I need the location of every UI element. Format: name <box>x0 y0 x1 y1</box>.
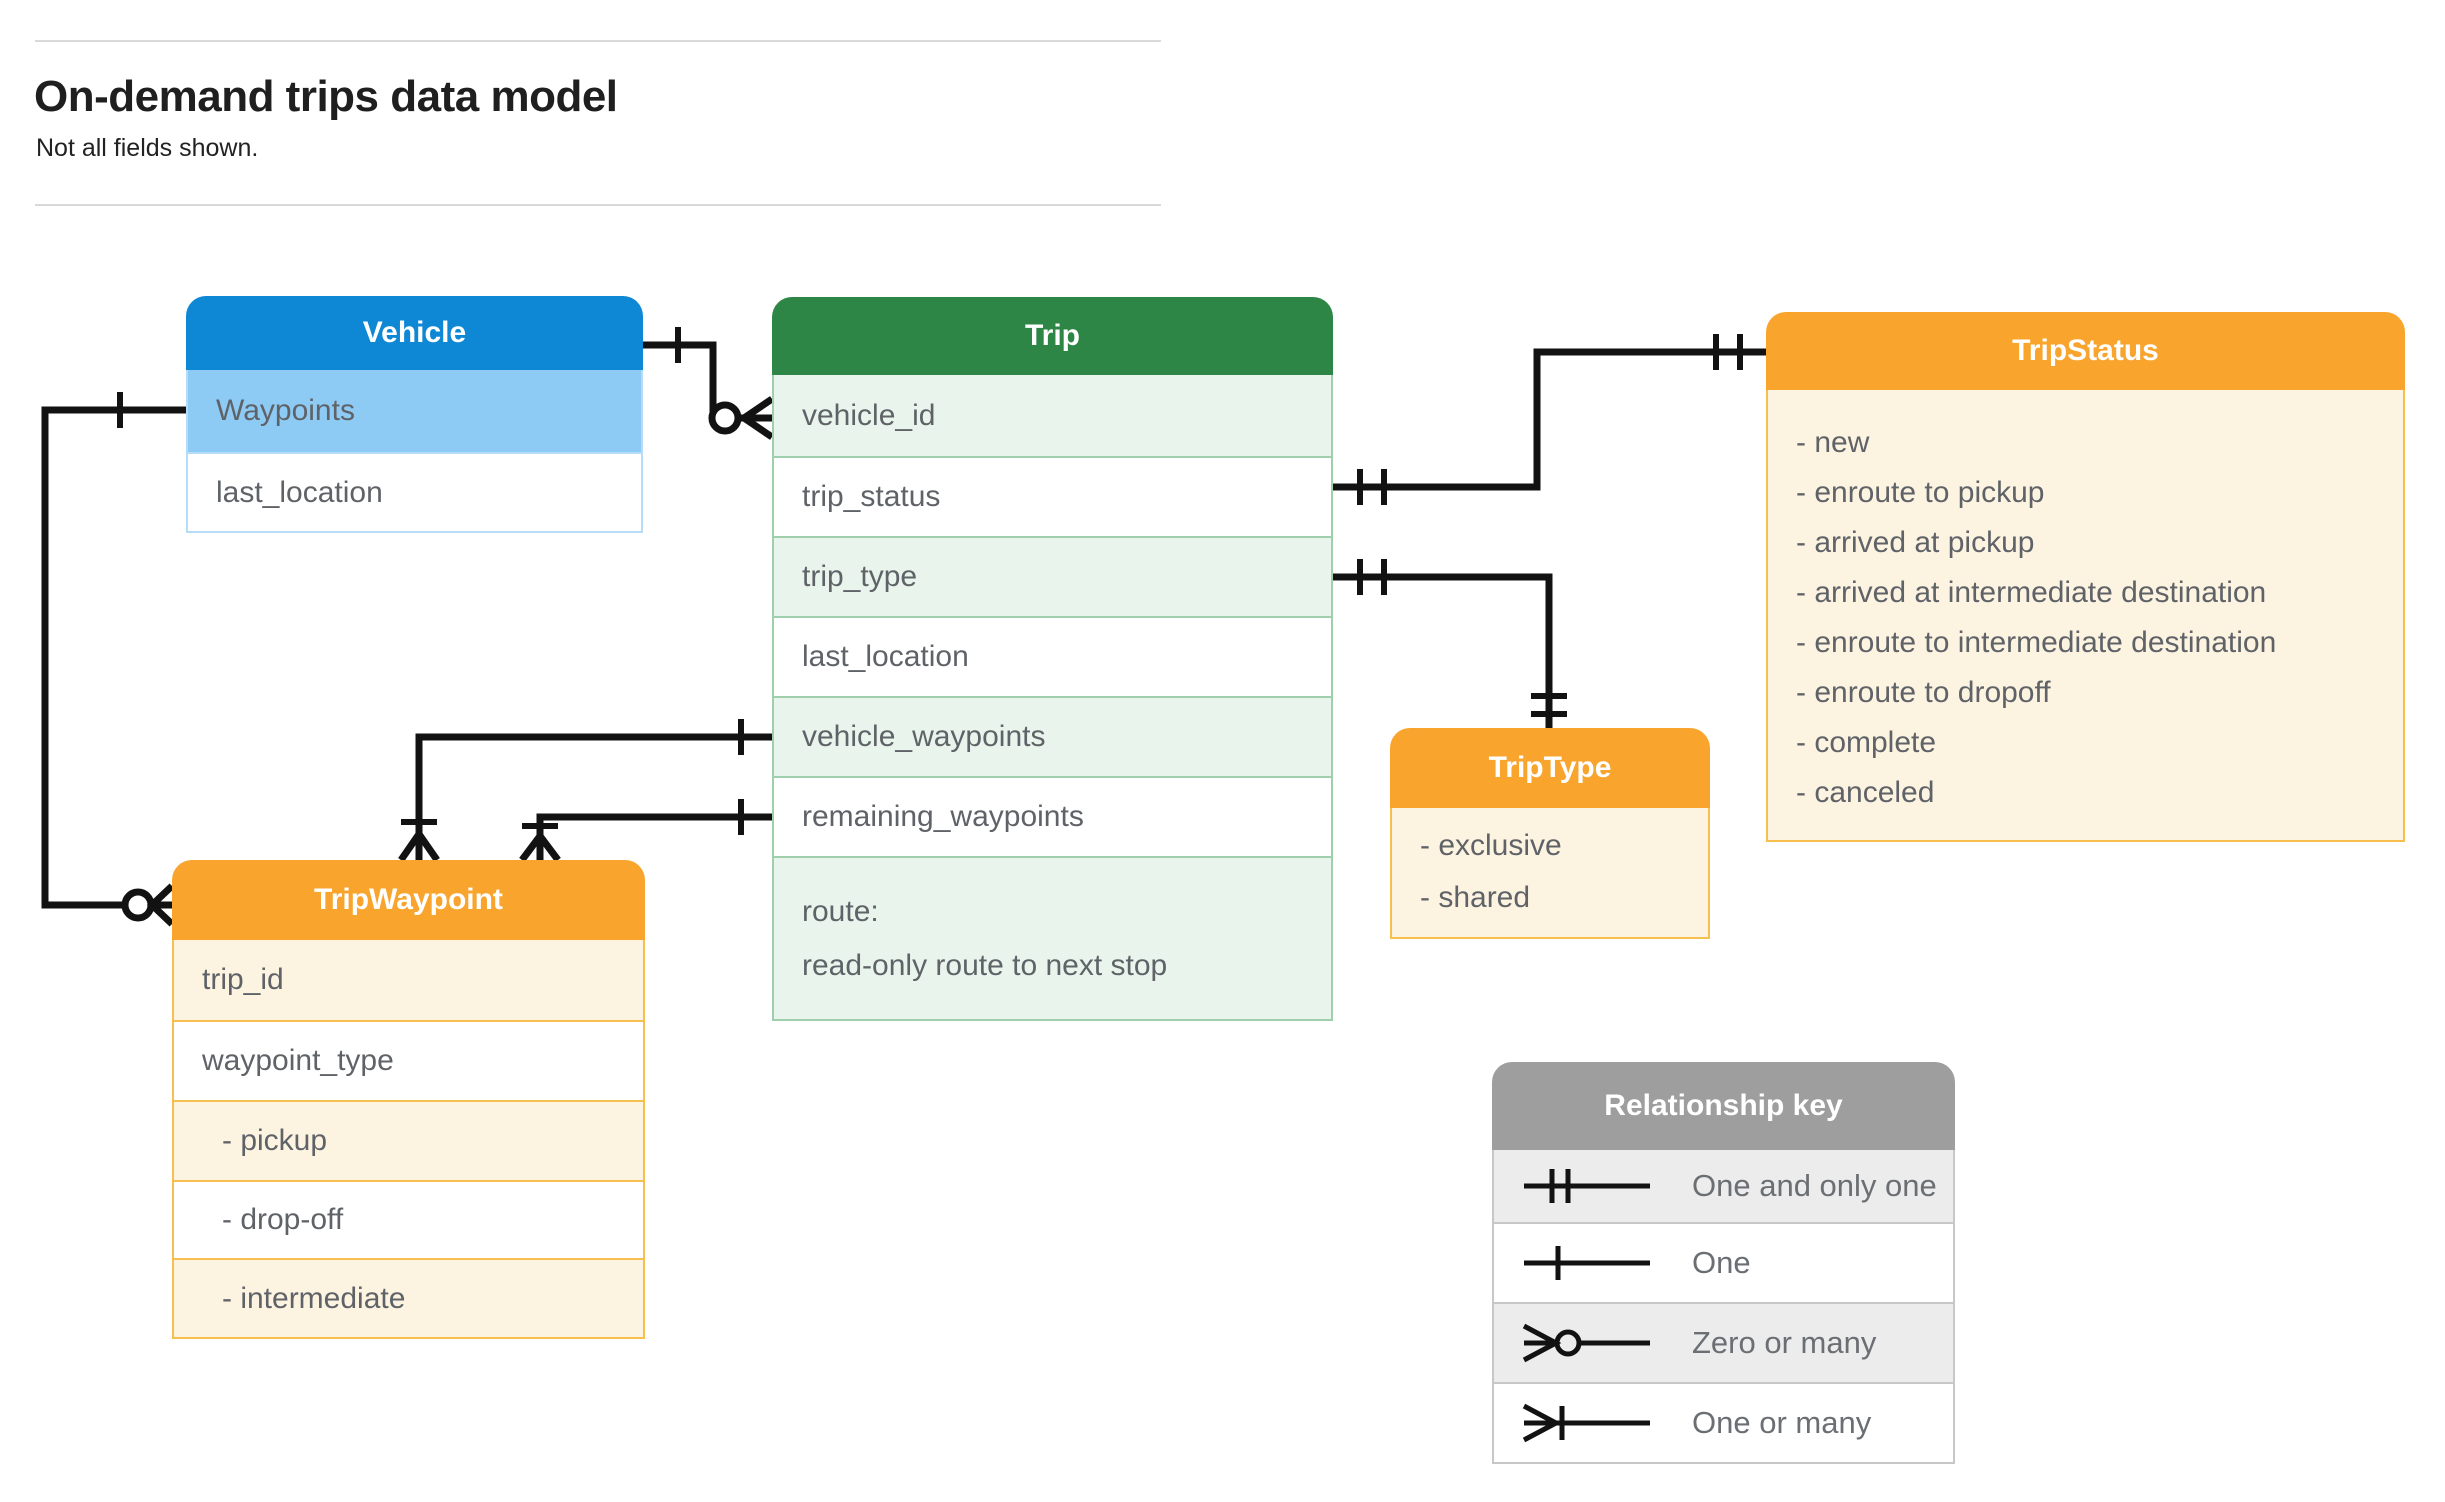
status-new: - new <box>1796 426 1870 459</box>
status-enroute-to-intermediate-destination: - enroute to intermediate destination <box>1796 626 2277 659</box>
route-label: route: <box>802 894 879 928</box>
entity-vehicle: Vehicle Waypoints last_location <box>186 296 643 533</box>
route-description: read-only route to next stop <box>802 948 1168 982</box>
legend-row-one-and-only-one: One and only one <box>1494 1150 1953 1222</box>
one-and-only-one-icon <box>1524 1169 1650 1203</box>
type-exclusive: - exclusive <box>1420 829 1562 862</box>
row-trip-type: trip_type <box>774 536 1331 616</box>
row-intermediate: - intermediate <box>174 1258 643 1337</box>
relation-remaining-waypoints-to-tripwaypoint <box>519 799 772 863</box>
one-icon <box>1524 1246 1650 1280</box>
zero-or-many-icon <box>1522 1323 1650 1363</box>
divider-top <box>35 40 1161 42</box>
entity-vehicle-title: Vehicle <box>186 296 643 370</box>
row-trip-status: trip_status <box>774 456 1331 536</box>
one-or-many-icon <box>1522 1403 1650 1443</box>
status-canceled: - canceled <box>1796 776 1935 809</box>
entity-triptype: TripType - exclusive - shared <box>1390 728 1710 939</box>
legend-label: One or many <box>1692 1405 1872 1440</box>
relation-vehicle-waypoints-field-to-tripwaypoint <box>398 719 772 862</box>
divider-bottom <box>35 204 1161 206</box>
legend-label: One <box>1692 1245 1751 1280</box>
row-last-location: last_location <box>188 452 641 531</box>
page-subtitle: Not all fields shown. <box>36 134 259 162</box>
entity-tripwaypoint-body: trip_id waypoint_type - pickup - drop-of… <box>172 940 645 1339</box>
status-arrived-at-pickup: - arrived at pickup <box>1796 526 2035 559</box>
relationship-key: Relationship key One and only one One <box>1492 1062 1955 1464</box>
entity-tripstatus-title: TripStatus <box>1766 312 2405 390</box>
row-remaining-waypoints: remaining_waypoints <box>774 776 1331 856</box>
relation-vehicle-waypoints-to-tripwaypoint <box>41 392 186 927</box>
status-enroute-to-pickup: - enroute to pickup <box>1796 476 2045 509</box>
row-waypoint-type: waypoint_type <box>174 1020 643 1100</box>
row-vehicle-waypoints: vehicle_waypoints <box>774 696 1331 776</box>
type-shared: - shared <box>1420 881 1531 914</box>
relation-trip-status-to-tripstatus <box>1333 334 1766 505</box>
row-route: route: read-only route to next stop <box>774 856 1331 1019</box>
page-title: On-demand trips data model <box>34 72 618 121</box>
relationship-key-body: One and only one One Zero or many <box>1492 1150 1955 1464</box>
relation-trip-type-to-triptype <box>1333 559 1567 728</box>
row-vehicle-id: vehicle_id <box>774 375 1331 456</box>
entity-tripwaypoint: TripWaypoint trip_id waypoint_type - pic… <box>172 860 645 1339</box>
status-arrived-at-intermediate-destination: - arrived at intermediate destination <box>1796 576 2267 609</box>
entity-tripstatus-body: - new - enroute to pickup - arrived at p… <box>1766 390 2405 842</box>
row-last-location: last_location <box>774 616 1331 696</box>
entity-tripwaypoint-title: TripWaypoint <box>172 860 645 940</box>
relationship-key-title: Relationship key <box>1492 1062 1955 1150</box>
legend-row-zero-or-many: Zero or many <box>1494 1302 1953 1382</box>
row-trip-id: trip_id <box>174 940 643 1020</box>
row-drop-off: - drop-off <box>174 1180 643 1258</box>
legend-label: One and only one <box>1692 1168 1937 1203</box>
relation-vehicle-to-trip <box>643 327 774 440</box>
status-enroute-to-dropoff: - enroute to dropoff <box>1796 676 2051 709</box>
entity-triptype-title: TripType <box>1390 728 1710 808</box>
entity-trip: Trip vehicle_id trip_status trip_type la… <box>772 297 1333 1021</box>
row-pickup: - pickup <box>174 1100 643 1180</box>
legend-label: Zero or many <box>1692 1325 1877 1360</box>
entity-tripstatus: TripStatus - new - enroute to pickup - a… <box>1766 312 2405 842</box>
legend-row-one-or-many: One or many <box>1494 1382 1953 1462</box>
entity-trip-body: vehicle_id trip_status trip_type last_lo… <box>772 375 1333 1021</box>
legend-row-one: One <box>1494 1222 1953 1302</box>
status-complete: - complete <box>1796 726 1937 759</box>
entity-vehicle-body: Waypoints last_location <box>186 370 643 533</box>
entity-trip-title: Trip <box>772 297 1333 375</box>
row-waypoints: Waypoints <box>188 370 641 452</box>
entity-triptype-body: - exclusive - shared <box>1390 808 1710 939</box>
